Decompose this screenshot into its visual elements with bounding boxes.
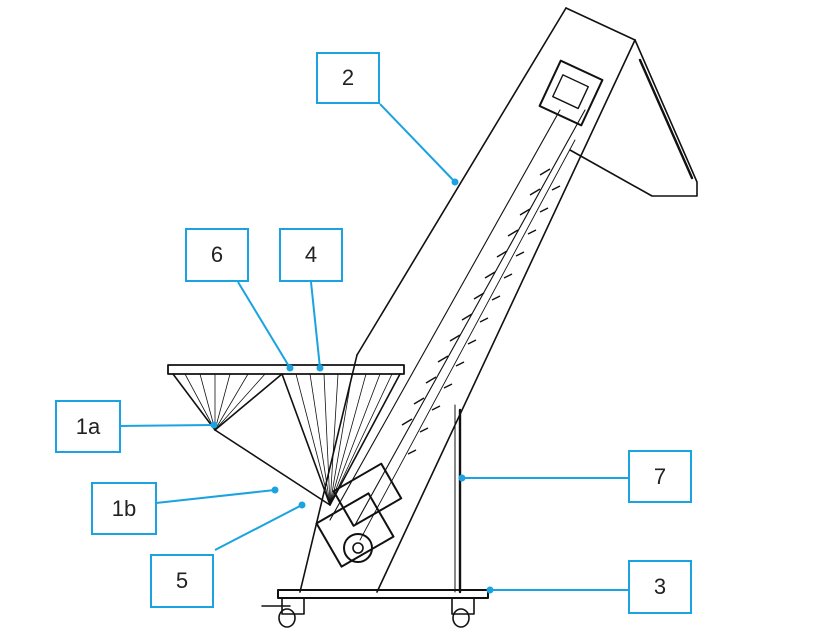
callout-2: 2 <box>316 52 380 104</box>
conveyor-flights <box>401 168 561 455</box>
callout-4: 4 <box>279 228 343 282</box>
conveyor-back-edge <box>356 7 567 356</box>
callout-3: 3 <box>628 560 692 614</box>
leader-1b <box>155 489 276 504</box>
drive-pulley <box>343 533 373 563</box>
leader-3-tip <box>486 586 494 594</box>
conveyor-front-edge <box>376 39 636 593</box>
callout-1a: 1a <box>55 400 121 453</box>
leader-7-tip <box>458 474 466 482</box>
conveyor-top-edge <box>565 7 636 41</box>
discharge-chute <box>569 39 698 197</box>
drive-pulley-hub <box>352 542 364 554</box>
leader-2 <box>379 103 456 183</box>
leader-5-tip <box>298 501 306 509</box>
leader-6-tip <box>286 364 294 372</box>
left-wheel <box>278 608 296 628</box>
leader-4-tip <box>316 364 324 372</box>
hopper-side-far <box>329 373 401 506</box>
leader-2-tip <box>451 178 459 186</box>
leader-4 <box>310 281 321 369</box>
hopper-ribs <box>184 373 393 506</box>
head-drive-inner <box>552 74 589 110</box>
hopper-side-mid <box>214 373 283 431</box>
callout-7: 7 <box>628 450 692 503</box>
hopper-rim <box>167 364 405 375</box>
left-wheel-fork <box>281 597 305 615</box>
leader-5 <box>214 504 303 551</box>
inner-rail-b <box>354 109 586 526</box>
leader-6 <box>237 281 291 369</box>
inner-rail-c <box>359 139 576 541</box>
leader-1b-tip <box>271 486 279 494</box>
hopper-side-left <box>172 373 216 431</box>
leader-1a-tip <box>210 421 218 429</box>
right-wheel-fork <box>451 597 475 615</box>
right-wheel <box>452 608 470 628</box>
callout-6: 6 <box>185 228 249 282</box>
hopper-bottom <box>214 429 331 506</box>
inner-rail-a <box>329 109 561 521</box>
hopper-side-right <box>281 373 331 506</box>
discharge-chute-brace <box>638 58 694 180</box>
callout-1b: 1b <box>91 482 157 535</box>
gearbox <box>315 492 395 568</box>
callout-5: 5 <box>150 554 214 608</box>
leader-1a <box>120 424 215 427</box>
head-drive <box>538 59 604 127</box>
base-frame <box>277 589 489 599</box>
